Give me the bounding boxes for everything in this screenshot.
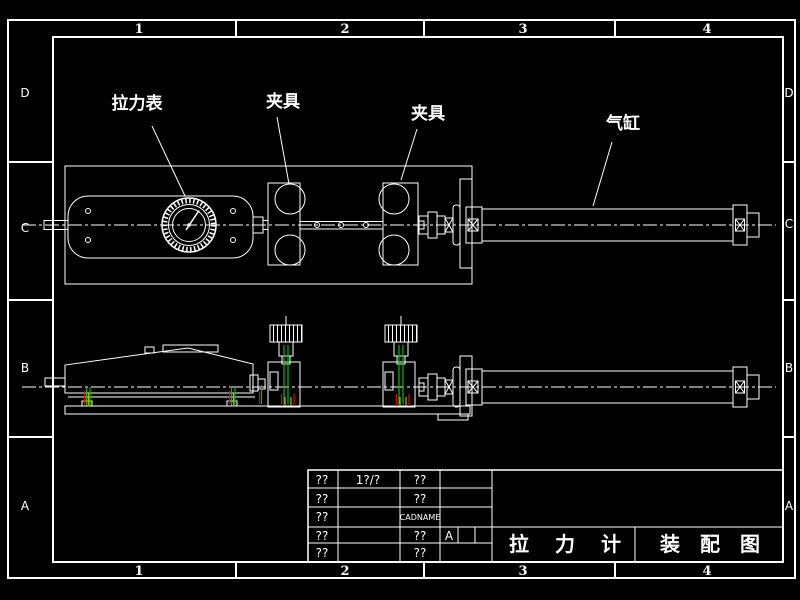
- zone-number-bottom-3: 3: [518, 564, 527, 579]
- zone-number-top-2: 2: [340, 22, 349, 37]
- connecting-rod-top: [300, 221, 383, 230]
- title-block-cell-r5c1: ??: [316, 546, 329, 560]
- title-block-cell-r4c1: ??: [316, 529, 329, 543]
- air-cylinder-side: [459, 355, 760, 417]
- zone-letter-right-c: C: [785, 217, 793, 231]
- title-block-cell-r4c3: ??: [414, 529, 427, 543]
- title-block-cell-r2c1: ??: [316, 492, 329, 506]
- zone-number-top-3: 3: [518, 22, 527, 37]
- clamp-left-top: [267, 182, 306, 266]
- zone-letter-right-a: A: [785, 499, 794, 513]
- title-block-product-name: 拉力计: [509, 532, 647, 556]
- title-block-cell-r3c1: ??: [316, 510, 329, 524]
- cylinder-coupling-side: [418, 366, 461, 408]
- dial-needle: [185, 210, 200, 231]
- title-block-revision: A: [445, 529, 454, 543]
- title-block-cadname: CADNAME: [400, 513, 441, 522]
- cylinder-coupling-top: [418, 204, 461, 246]
- title-block-scale: 1?/?: [356, 473, 380, 487]
- leader-tension-gauge: [151, 125, 186, 197]
- zone-number-top-1: 1: [134, 22, 143, 37]
- leader-air-cylinder: [592, 141, 613, 207]
- label-clamp-left: 夹具: [266, 91, 300, 112]
- zone-letter-left-a: A: [21, 499, 30, 513]
- zone-letter-right-d: D: [784, 86, 793, 100]
- clamp-right-top: [378, 182, 419, 266]
- title-block-cell-r5c3: ??: [414, 546, 427, 560]
- air-cylinder-top: [459, 178, 760, 269]
- title-block: ?? ?? ?? ?? ?? 1?/? ?? ?? CADNAME ?? ?? …: [307, 469, 784, 563]
- zone-letter-right-b: B: [785, 361, 793, 375]
- gauge-mount-screws: [83, 387, 236, 406]
- title-block-cell-r1c3: ??: [414, 473, 427, 487]
- zone-number-bottom-1: 1: [134, 564, 143, 579]
- zone-letter-left-b: B: [21, 361, 29, 375]
- leader-clamp-left: [276, 116, 290, 185]
- gauge-clamp-connector-side: [249, 374, 266, 404]
- title-block-drawing-name: 装配图: [659, 532, 780, 556]
- base-plate-step: [437, 413, 469, 421]
- tension-gauge-side: [44, 344, 255, 407]
- zone-letter-left-c: C: [21, 221, 29, 235]
- title-block-cell-r2c3: ??: [414, 492, 427, 506]
- label-clamp-right: 夹具: [411, 103, 445, 124]
- tension-gauge-top: [43, 195, 269, 259]
- zone-number-bottom-2: 2: [340, 564, 349, 579]
- label-air-cylinder: 气缸: [605, 113, 640, 134]
- zone-letter-left-d: D: [20, 86, 29, 100]
- top-view: 拉力表 夹具 夹具 气缸: [22, 91, 776, 285]
- leader-clamp-right: [400, 128, 418, 181]
- zone-number-top-4: 4: [702, 22, 711, 37]
- title-block-cell-r1c1: ??: [316, 473, 329, 487]
- annotation-labels: 拉力表 夹具 夹具 气缸: [112, 91, 640, 207]
- side-view: [22, 315, 776, 421]
- label-tension-gauge: 拉力表: [112, 93, 164, 114]
- zone-number-bottom-4: 4: [702, 564, 711, 579]
- dial-gauge: [161, 197, 217, 253]
